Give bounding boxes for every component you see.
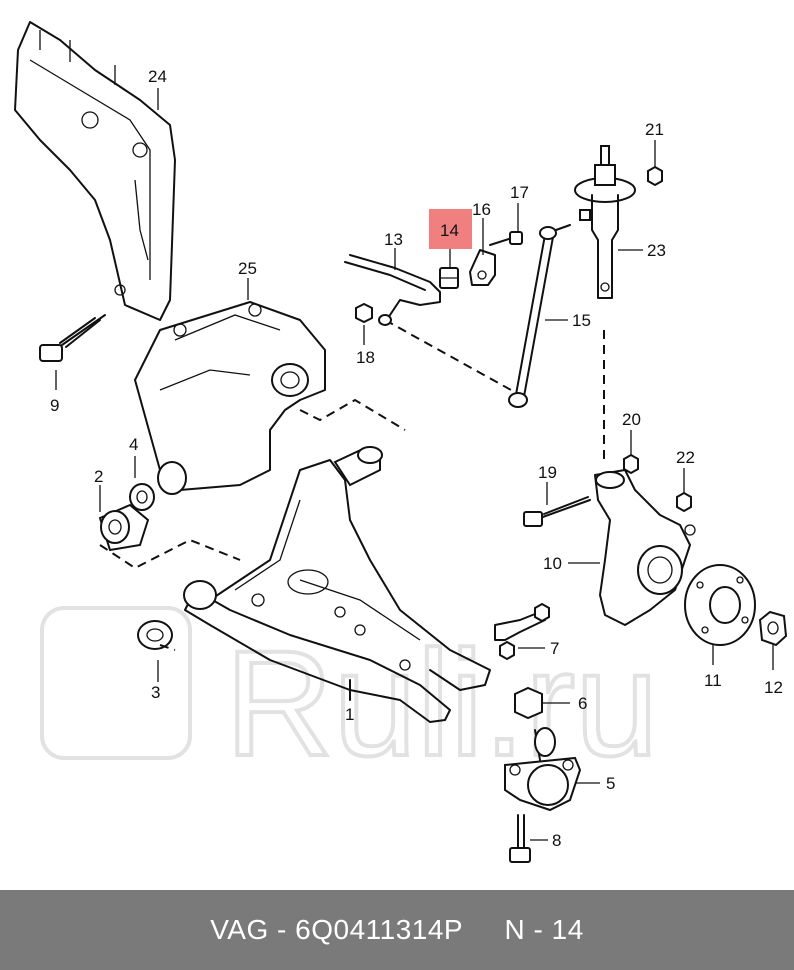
label-20: 20 [622, 410, 641, 429]
leader-lines [55, 88, 774, 841]
label-19: 19 [538, 463, 557, 482]
part-labels: 24 9 25 4 2 3 1 13 14 16 17 18 15 21 23 … [50, 67, 783, 850]
nut-22 [676, 491, 692, 513]
ball-joint-5 [504, 727, 582, 812]
strut-23 [574, 145, 636, 299]
label-17: 17 [510, 183, 529, 202]
nut-6 [514, 686, 543, 720]
label-2: 2 [94, 467, 103, 486]
bolt-19 [523, 496, 591, 527]
label-23: 23 [647, 241, 666, 260]
brand-text: VAG [210, 914, 269, 945]
label-1: 1 [345, 705, 354, 724]
nut-21 [647, 165, 663, 187]
bolt-9 [39, 314, 106, 362]
spacer [463, 914, 504, 946]
stabilizer-bush-14 [439, 267, 459, 289]
hub-nut-12 [758, 610, 788, 647]
nut-18 [355, 302, 373, 324]
bushing-3 [137, 620, 173, 650]
bolt-8 [509, 814, 531, 863]
position-text: N - 14 [504, 914, 584, 945]
label-6: 6 [578, 694, 587, 713]
bolt-17 [489, 231, 523, 246]
label-13: 13 [384, 230, 403, 249]
assembly-lines [99, 319, 605, 651]
body-side-member-24 [14, 21, 176, 321]
label-9: 9 [50, 396, 59, 415]
label-11: 11 [704, 671, 722, 690]
label-10: 10 [543, 554, 562, 573]
subframe-bracket-25 [134, 301, 326, 491]
wheel-bearing-housing-10 [594, 469, 696, 626]
label-4: 4 [129, 435, 138, 454]
label-3: 3 [151, 683, 160, 702]
label-25: 25 [238, 259, 257, 278]
label-8: 8 [552, 831, 561, 850]
label-16: 16 [472, 200, 491, 219]
label-22: 22 [676, 448, 695, 467]
label-14: 14 [440, 221, 459, 240]
stabilizer-bar-13 [344, 254, 441, 326]
highlight-box-14 [429, 209, 472, 249]
label-12: 12 [764, 678, 783, 697]
label-15: 15 [572, 311, 591, 330]
part-number-footer: VAG - 6Q0411314P N - 14 [0, 890, 794, 970]
clamp-16 [469, 249, 496, 286]
label-5: 5 [606, 774, 615, 793]
separator: - [268, 914, 296, 945]
bushing-2 [98, 503, 150, 552]
coupling-rod-15 [508, 224, 571, 408]
plate-7 [494, 602, 550, 661]
part-number-text: 6Q0411314P [295, 914, 464, 945]
wheel-hub-11 [684, 564, 756, 646]
label-21: 21 [645, 120, 664, 139]
control-arm-1 [183, 446, 491, 723]
label-7: 7 [550, 639, 559, 658]
bushing-4 [129, 461, 187, 511]
suspension-exploded-diagram: Ruli.ru [14, 21, 788, 863]
label-24: 24 [148, 67, 167, 86]
label-18: 18 [356, 348, 375, 367]
